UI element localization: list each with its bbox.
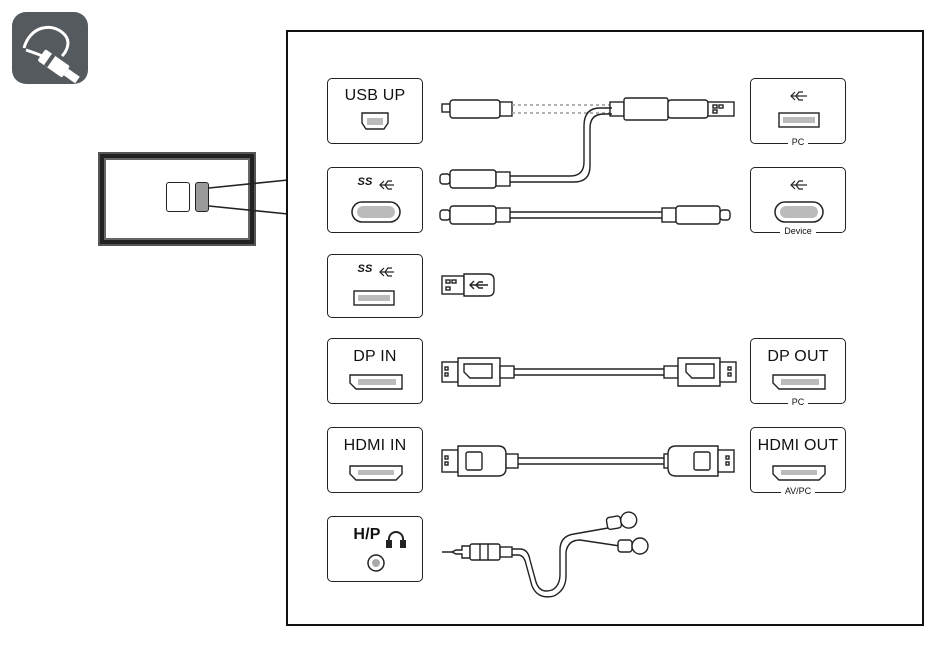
dp-cable	[442, 358, 736, 386]
hdmi-cable	[442, 446, 734, 476]
usb-c-to-a-cable	[440, 108, 612, 188]
headphone-cable	[442, 511, 648, 597]
usb-c-to-c-cable	[440, 206, 730, 224]
usb-a-plug	[442, 274, 494, 296]
usb-b-to-a-cable	[442, 98, 734, 120]
